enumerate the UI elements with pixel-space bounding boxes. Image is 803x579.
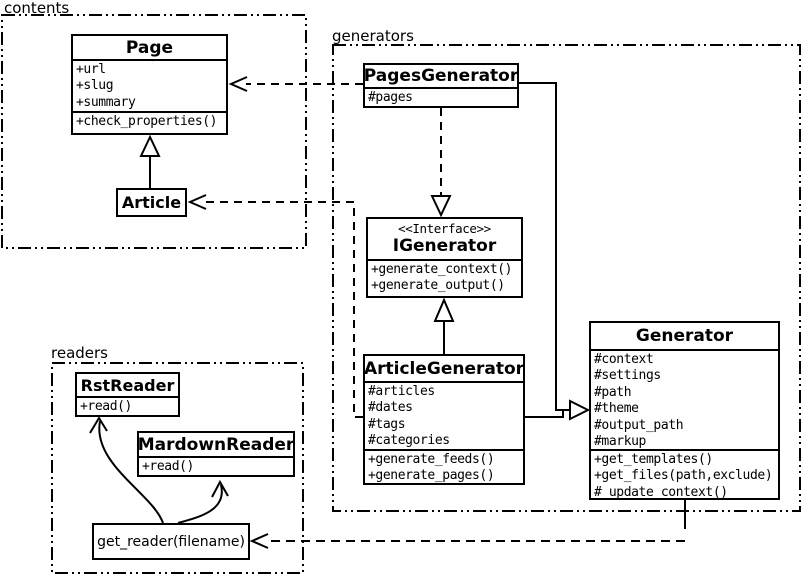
class-igenerator-methods: +generate_context() +generate_output() — [368, 259, 521, 296]
class-pagesgenerator-attributes: #pages — [365, 87, 517, 106]
attribute-row: #context — [594, 352, 654, 367]
attribute-row: +summary — [76, 94, 136, 110]
class-mardownreader: MardownReader +read() — [137, 431, 295, 477]
attribute-row: #categories — [368, 433, 450, 449]
method-row: +get_templates() — [594, 452, 713, 467]
generator-generalization-triangle — [569, 399, 591, 421]
class-igenerator: <<Interface>> IGenerator +generate_conte… — [366, 217, 523, 298]
class-pagesgenerator-title: PagesGenerator — [363, 66, 519, 86]
edge-articlegenerator-depends-on-article — [187, 194, 363, 418]
class-page-methods: +check_properties() — [73, 111, 226, 133]
class-pagesgenerator: PagesGenerator #pages — [363, 63, 519, 108]
attribute-row: +slug — [76, 78, 114, 94]
class-article: Article — [116, 188, 187, 217]
method-row: +read() — [142, 459, 194, 474]
method-row: +get_files(path,exclude) — [594, 468, 773, 484]
attribute-row: #pages — [368, 90, 413, 105]
method-row: +generate_feeds() — [368, 452, 495, 467]
class-rstreader-title: RstReader — [80, 375, 175, 395]
class-articlegenerator-attributes: #articles #dates #tags #categories — [365, 381, 523, 449]
class-mardownreader-title: MardownReader — [137, 434, 295, 455]
edge-pagesgenerator-depends-on-page — [228, 76, 363, 92]
attribute-row: #dates — [368, 400, 413, 416]
attribute-row: #articles — [368, 384, 435, 399]
get-reader-function-label: get_reader(filename) — [97, 533, 245, 550]
class-page-attributes: +url +slug +summary — [73, 59, 226, 111]
class-rstreader: RstReader +read() — [75, 372, 180, 417]
get-reader-function-box: get_reader(filename) — [92, 523, 250, 560]
method-row: +generate_context() — [371, 262, 513, 277]
attribute-row: #output_path — [594, 417, 684, 433]
class-igenerator-stereotype: <<Interface>> — [398, 221, 491, 236]
attribute-row: #tags — [368, 416, 406, 432]
method-row: #_update_context() — [594, 484, 728, 498]
attribute-row: #theme — [594, 401, 639, 417]
edge-pagesgenerator-realizes-igenerator — [430, 108, 452, 218]
class-generator: Generator #context #settings #path #them… — [589, 321, 780, 500]
readers-package-frame — [51, 362, 304, 574]
attribute-row: #settings — [594, 368, 661, 384]
class-page-title: Page — [125, 37, 174, 58]
edge-articlegenerator-generalizes-generator — [525, 409, 570, 418]
generators-package-frame — [332, 44, 801, 512]
class-page: Page +url +slug +summary +check_properti… — [71, 34, 228, 135]
method-row: +generate_output() — [371, 278, 505, 294]
edge-articlegenerator-generalizes-igenerator — [433, 297, 455, 354]
attribute-row: #path — [594, 384, 632, 400]
attribute-row: +url — [76, 62, 106, 77]
attribute-row: #markup — [594, 434, 646, 449]
class-rstreader-methods: +read() — [77, 396, 178, 415]
edge-getreader-to-rstreader — [89, 416, 164, 524]
class-articlegenerator-methods: +generate_feeds() +generate_pages() — [365, 449, 523, 483]
method-row: +read() — [80, 399, 132, 414]
contents-package-label: contents — [4, 0, 70, 17]
class-article-title: Article — [121, 193, 182, 212]
edge-article-generalizes-page — [139, 134, 161, 188]
generators-package-label: generators — [332, 27, 414, 45]
edge-generator-depends-on-getreader — [249, 500, 686, 549]
class-mardownreader-methods: +read() — [139, 456, 293, 475]
method-row: +check_properties() — [76, 114, 218, 129]
edge-pagesgenerator-generalizes-generator — [519, 82, 570, 411]
contents-package-frame — [1, 14, 307, 249]
class-generator-attributes: #context #settings #path #theme #output_… — [591, 349, 778, 449]
readers-package-label: readers — [51, 344, 108, 362]
class-articlegenerator: ArticleGenerator #articles #dates #tags … — [363, 354, 525, 485]
edge-getreader-to-mardownreader — [177, 479, 229, 524]
method-row: +generate_pages() — [368, 468, 495, 483]
class-igenerator-header: <<Interface>> IGenerator — [368, 219, 521, 259]
class-generator-title: Generator — [635, 326, 734, 346]
class-articlegenerator-title: ArticleGenerator — [363, 358, 525, 379]
class-generator-methods: +get_templates() +get_files(path,exclude… — [591, 449, 778, 498]
class-igenerator-title: IGenerator — [392, 236, 497, 256]
